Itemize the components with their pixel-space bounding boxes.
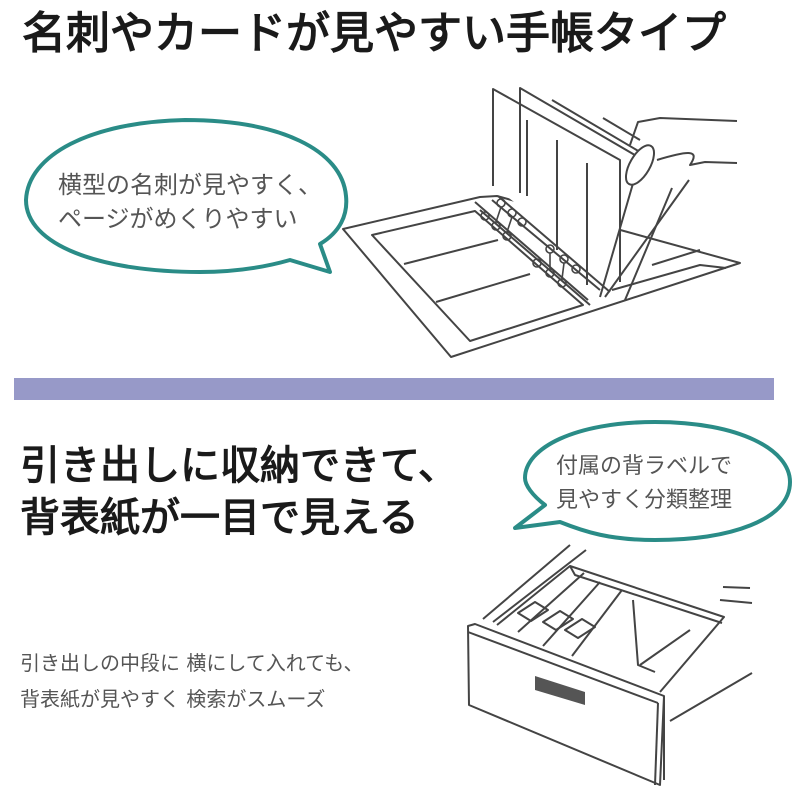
section-bottom-title-line-2: 背表紙が一目で見える — [20, 495, 419, 541]
speech-bubble-top — [24, 118, 349, 274]
section-divider — [14, 378, 774, 400]
speech-bubble-bottom — [513, 420, 792, 542]
bubble-bottom-line-1: 付属の背ラベルで — [556, 454, 733, 479]
caption-line-1: 引き出しの中段に 横にして入れても、 — [20, 651, 364, 675]
section-bottom-title-line-1: 引き出しに収納できて、 — [20, 443, 458, 489]
binder-illustration — [342, 87, 741, 358]
bubble-top-text: 横型の名刺が見やすく、 ページがめくりやすい — [58, 168, 322, 236]
bubble-top-line-2: ページがめくりやすい — [58, 205, 298, 233]
bubble-top-line-1: 横型の名刺が見やすく、 — [58, 171, 322, 199]
drawer-illustration — [467, 544, 753, 786]
caption-line-2: 背表紙が見やすく 検索がスムーズ — [20, 687, 326, 711]
bubble-bottom-line-2: 見やすく分類整理 — [556, 488, 733, 513]
section-top-title: 名刺やカードが見やすい手帳タイプ — [22, 8, 726, 59]
section-bottom-title: 引き出しに収納できて、 背表紙が一目で見える — [20, 440, 458, 544]
bubble-bottom-text: 付属の背ラベルで 見やすく分類整理 — [556, 450, 732, 518]
section-bottom-caption: 引き出しの中段に 横にして入れても、 背表紙が見やすく 検索がスムーズ — [20, 645, 364, 717]
drawer-handle — [535, 676, 585, 705]
